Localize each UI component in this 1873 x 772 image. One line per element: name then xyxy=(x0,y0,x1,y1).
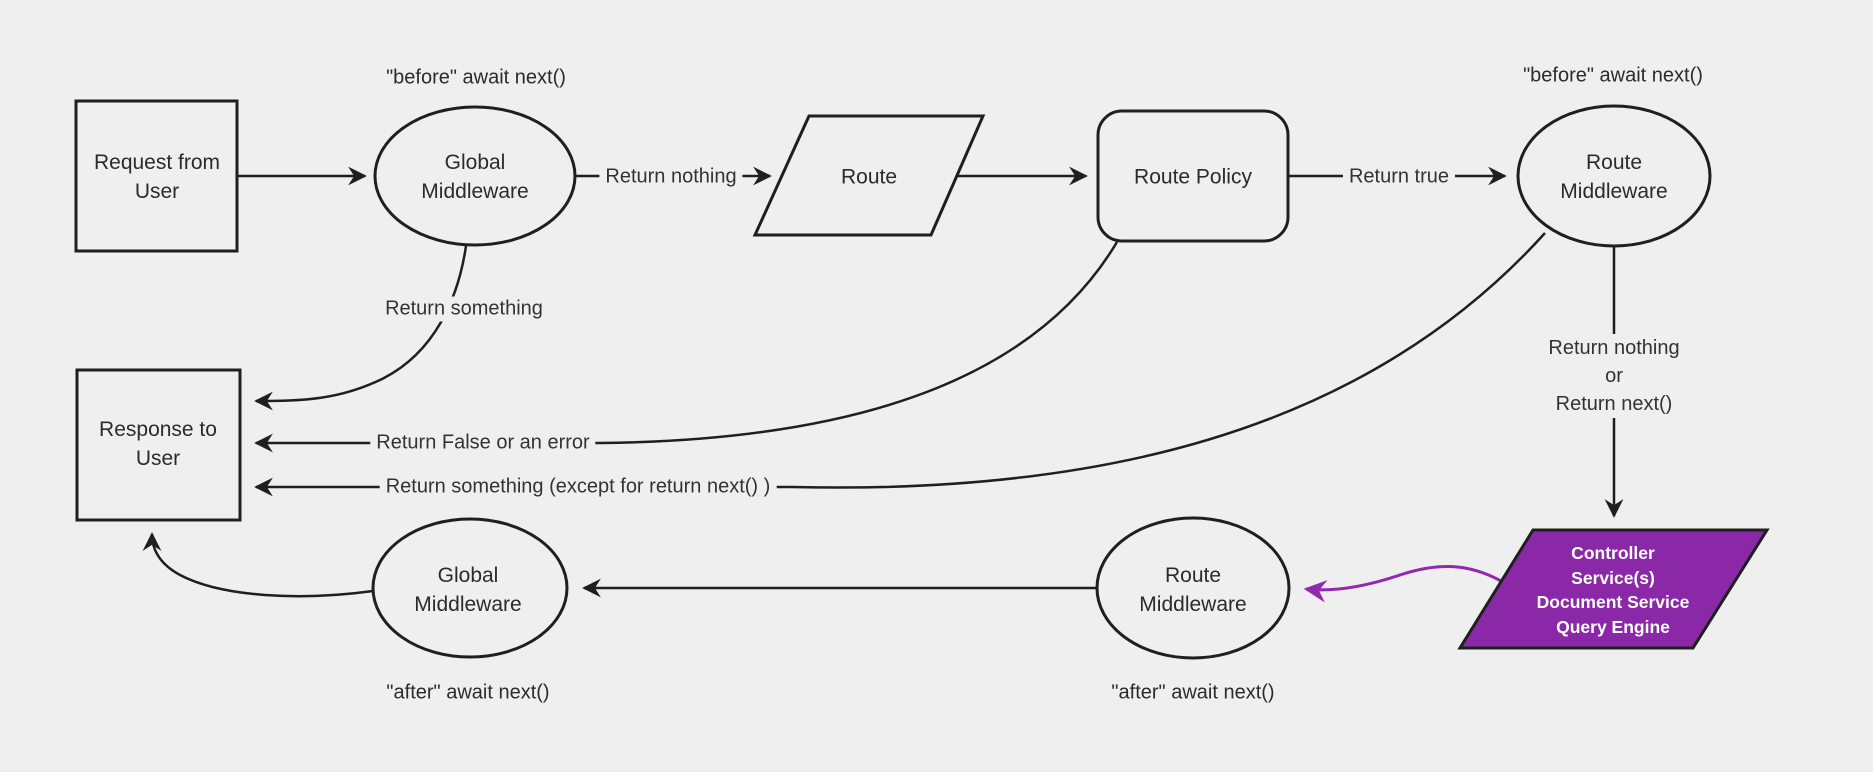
controller-services-node xyxy=(1457,528,1770,650)
annotation-before-global-middleware: "before" await next() xyxy=(386,66,566,89)
global-middleware-after-label: Global Middleware xyxy=(414,564,522,616)
response-to-user-label: Response to User xyxy=(99,418,217,470)
edge-route-policy-to-response xyxy=(254,241,1119,453)
route-policy-label: Route Policy xyxy=(1134,165,1252,189)
edge-controller-to-route-middleware-after xyxy=(1303,564,1502,603)
edge-label-return-nothing: Return nothing xyxy=(599,164,743,190)
route-middleware-after-label: Route Middleware xyxy=(1139,564,1247,616)
request-from-user-node xyxy=(74,99,239,253)
edge-global-middleware-to-response xyxy=(254,245,468,411)
annotation-after-global-middleware: "after" await next() xyxy=(386,681,550,704)
edge-label-return-something-except: Return something (except for return next… xyxy=(379,474,777,500)
route-label: Route xyxy=(840,165,898,189)
edge-label-return-false-or-error: Return False or an error xyxy=(370,430,596,456)
edge-global-middleware-after-to-response xyxy=(142,532,374,598)
route-middleware-before-node xyxy=(1516,104,1712,248)
edge-label-return-true: Return true xyxy=(1342,164,1456,190)
route-middleware-after-node xyxy=(1095,516,1291,660)
global-middleware-before-node xyxy=(373,105,577,247)
annotation-before-route-middleware: "before" await next() xyxy=(1523,64,1703,87)
route-policy-node xyxy=(1096,109,1290,243)
route-node xyxy=(752,114,986,237)
global-middleware-before-label: Global Middleware xyxy=(421,151,529,203)
edge-label-return-nothing-or-next: Return nothing or Return next() xyxy=(1542,334,1686,418)
edge-route-middleware-to-response xyxy=(254,232,1546,497)
controller-services-label: Controller Service(s) Document Service Q… xyxy=(1536,543,1690,637)
annotation-after-route-middleware: "after" await next() xyxy=(1111,681,1275,704)
global-middleware-after-node xyxy=(371,517,569,659)
request-from-user-label: Request from User xyxy=(93,151,221,203)
route-middleware-before-label: Route Middleware xyxy=(1560,151,1668,203)
edge-label-return-something: Return something xyxy=(379,296,549,322)
response-to-user-node xyxy=(75,368,242,522)
